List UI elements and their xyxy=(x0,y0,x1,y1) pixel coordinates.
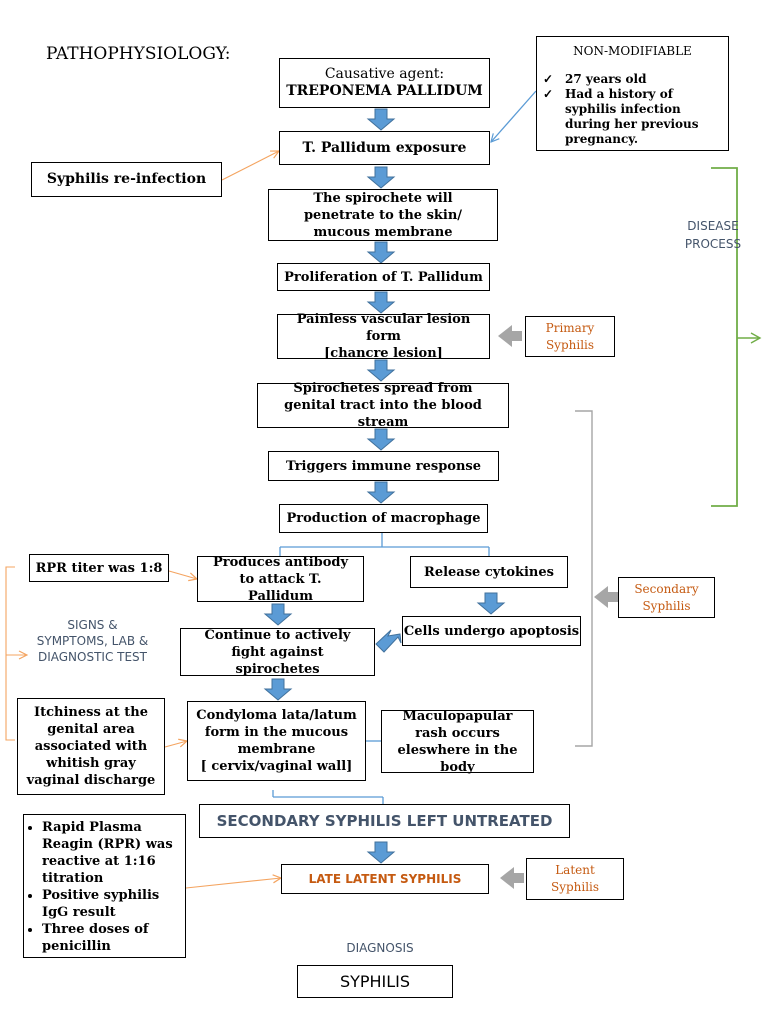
lab-results-list: Rapid Plasma Reagin (RPR) was reactive a… xyxy=(28,819,179,955)
macrophage-box: Production of macrophage xyxy=(279,504,488,533)
apoptosis-box: Cells undergo apoptosis xyxy=(402,616,581,646)
secondary-bracket xyxy=(575,410,593,747)
flow-arrow-apoptosis xyxy=(375,629,402,653)
condyloma-box: Condyloma lata/latum form in the mucous … xyxy=(187,701,366,781)
gray-arrows xyxy=(498,325,618,889)
gray-arrow-primary xyxy=(498,325,522,347)
lab-result-item: Rapid Plasma Reagin (RPR) was reactive a… xyxy=(42,819,179,887)
spread-box: Spirochetes spread from genital tract in… xyxy=(257,381,509,430)
flow-arrow-7 xyxy=(366,481,396,504)
untreated-box: SECONDARY SYPHILIS LEFT UNTREATED xyxy=(199,804,570,838)
causative-agent-box: Causative agent: TREPONEMA PALLIDUM xyxy=(279,58,490,108)
signs-label: SIGNS & SYMPTOMS, LAB & DIAGNOSTIC TEST xyxy=(36,618,149,664)
gray-arrow-latent xyxy=(500,867,524,889)
non-modifiable-box: NON-MODIFIABLE ✓ 27 years old ✓ Had a hi… xyxy=(536,36,729,151)
flow-arrow-8 xyxy=(263,603,293,626)
lab-result-item: Three doses of penicillin xyxy=(42,921,179,955)
lab-result-item: Positive syphilis IgG result xyxy=(42,887,179,921)
exposure-box: T. Pallidum exposure xyxy=(279,131,490,165)
cytokines-box: Release cytokines xyxy=(410,556,568,588)
connector-reinfection xyxy=(221,151,279,181)
flow-arrow-11 xyxy=(366,841,396,864)
flow-arrow-5 xyxy=(366,359,396,382)
diagnosis-box: SYPHILIS xyxy=(297,965,453,998)
disease-bracket xyxy=(711,167,738,507)
diagnosis-label: DIAGNOSIS xyxy=(346,941,414,955)
reinfection-box: Syphilis re-infection xyxy=(31,162,222,197)
lesion-line2: [chancre lesion] xyxy=(324,346,443,361)
connector-itch xyxy=(164,741,187,748)
flow-arrows xyxy=(263,108,506,864)
penetrate-box: The spirochete will penetrate to the ski… xyxy=(268,189,498,241)
branch-macrophage xyxy=(279,533,490,556)
connector-lab xyxy=(185,878,281,889)
page-title: PATHOPHYSIOLOGY: xyxy=(46,44,231,64)
proliferation-box: Proliferation of T. Pallidum xyxy=(277,263,490,291)
flow-arrow-9 xyxy=(476,592,506,615)
connector-rpr xyxy=(168,570,197,579)
lesion-line1: Painless vascular lesion form xyxy=(296,312,471,344)
causative-label: Causative agent: xyxy=(324,66,445,82)
rash-box: Maculopapular rash occurs eleswhere in t… xyxy=(381,709,534,775)
flow-arrow-2 xyxy=(366,166,396,189)
branch-untreated xyxy=(272,790,384,804)
condyloma-line1: Condyloma lata/latum form in the mucous … xyxy=(196,708,357,757)
secondary-syphilis-box: Secondary Syphilis xyxy=(618,577,715,618)
latent-syphilis-box: Latent Syphilis xyxy=(526,858,624,900)
connector-nonmod xyxy=(491,90,537,142)
signs-bracket xyxy=(5,566,15,741)
immune-box: Triggers immune response xyxy=(268,451,499,481)
condyloma-line2: [ cervix/vaginal wall] xyxy=(200,759,353,774)
itchiness-box: Itchiness at the genital area associated… xyxy=(17,698,165,795)
late-latent-box: LATE LATENT SYPHILIS xyxy=(281,864,489,894)
non-modifiable-item: ✓ 27 years old xyxy=(543,72,647,86)
causative-organism: TREPONEMA PALLIDUM xyxy=(286,83,483,99)
check-icon: ✓ xyxy=(543,87,554,101)
flow-arrow-3 xyxy=(366,241,396,264)
non-modifiable-heading: NON-MODIFIABLE xyxy=(573,44,692,58)
lesion-box: Painless vascular lesion form [chancre l… xyxy=(277,312,490,361)
antibody-box: Produces antibody to attack T. Pallidum xyxy=(197,555,364,604)
lab-results-box: Rapid Plasma Reagin (RPR) was reactive a… xyxy=(23,814,186,958)
fight-box: Continue to actively fight against spiro… xyxy=(180,628,375,677)
disease-process-label: DISEASE PROCESS xyxy=(684,219,742,251)
flow-arrow-1 xyxy=(366,108,396,131)
gray-arrow-secondary xyxy=(594,586,618,608)
rpr-titer-box: RPR titer was 1:8 xyxy=(29,554,169,582)
flow-arrow-4 xyxy=(366,291,396,314)
check-icon: ✓ xyxy=(543,72,554,86)
flow-arrow-10 xyxy=(263,678,293,701)
flow-arrow-6 xyxy=(366,428,396,451)
non-modifiable-item: ✓ Had a history of syphilis infection du… xyxy=(543,87,699,146)
primary-syphilis-box: Primary Syphilis xyxy=(525,316,615,357)
